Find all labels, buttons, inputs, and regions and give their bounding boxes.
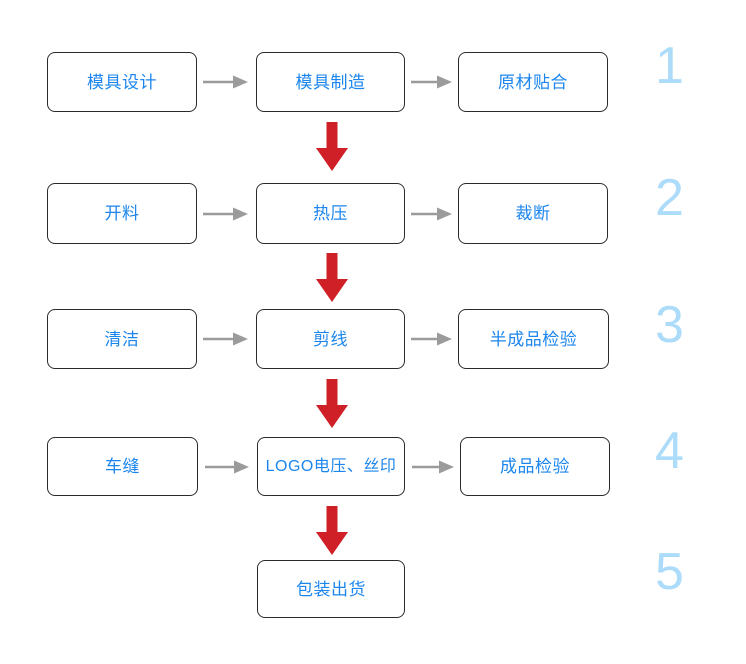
process-node-mold-manufacture[interactable]: 模具制造 (256, 52, 405, 112)
right-arrow-icon (411, 74, 453, 92)
process-node-logo-print[interactable]: LOGO电压、丝印 (257, 437, 405, 496)
process-node-semi-finished-inspection[interactable]: 半成品检验 (458, 309, 609, 369)
process-node-label: 半成品检验 (489, 329, 578, 349)
process-node-packing-shipment[interactable]: 包装出货 (257, 560, 405, 618)
process-node-label: 车缝 (105, 457, 140, 476)
down-arrow-icon (314, 379, 350, 429)
process-node-label: 模具设计 (87, 72, 157, 92)
right-arrow-icon (411, 331, 453, 349)
right-arrow-icon (412, 459, 455, 477)
process-node-finished-inspection[interactable]: 成品检验 (460, 437, 610, 496)
down-arrow-icon (314, 253, 350, 303)
process-node-label: 开料 (104, 204, 140, 223)
step-number-2: 2 (655, 169, 684, 227)
step-number-1: 1 (655, 37, 684, 95)
right-arrow-icon (203, 206, 249, 224)
process-node-label: 成品检验 (500, 457, 570, 476)
right-arrow-icon (203, 74, 249, 92)
right-arrow-icon (203, 331, 249, 349)
process-node-label: 裁断 (515, 204, 551, 223)
process-node-label: 热压 (313, 204, 348, 223)
down-arrow-icon (314, 122, 350, 172)
process-node-sewing[interactable]: 车缝 (47, 437, 198, 496)
down-arrow-icon (314, 506, 350, 556)
process-node-hot-press[interactable]: 热压 (256, 183, 405, 244)
process-node-mold-design[interactable]: 模具设计 (47, 52, 197, 112)
process-node-cutting-material[interactable]: 开料 (47, 183, 197, 244)
process-node-label: LOGO电压、丝印 (265, 457, 397, 475)
step-number-4: 4 (655, 422, 684, 480)
right-arrow-icon (205, 459, 250, 477)
process-node-label: 原材贴合 (498, 72, 568, 92)
process-node-label: 清洁 (104, 329, 140, 349)
process-node-die-cut[interactable]: 裁断 (458, 183, 608, 244)
right-arrow-icon (411, 206, 453, 224)
process-node-raw-material-lamination[interactable]: 原材贴合 (458, 52, 608, 112)
process-node-label: 剪线 (313, 329, 348, 349)
process-node-label: 模具制造 (295, 72, 366, 92)
process-node-label: 包装出货 (296, 579, 366, 599)
process-node-cleaning[interactable]: 清洁 (47, 309, 197, 369)
process-node-thread-trim[interactable]: 剪线 (256, 309, 405, 369)
step-number-5: 5 (655, 543, 684, 601)
step-number-3: 3 (655, 296, 684, 354)
